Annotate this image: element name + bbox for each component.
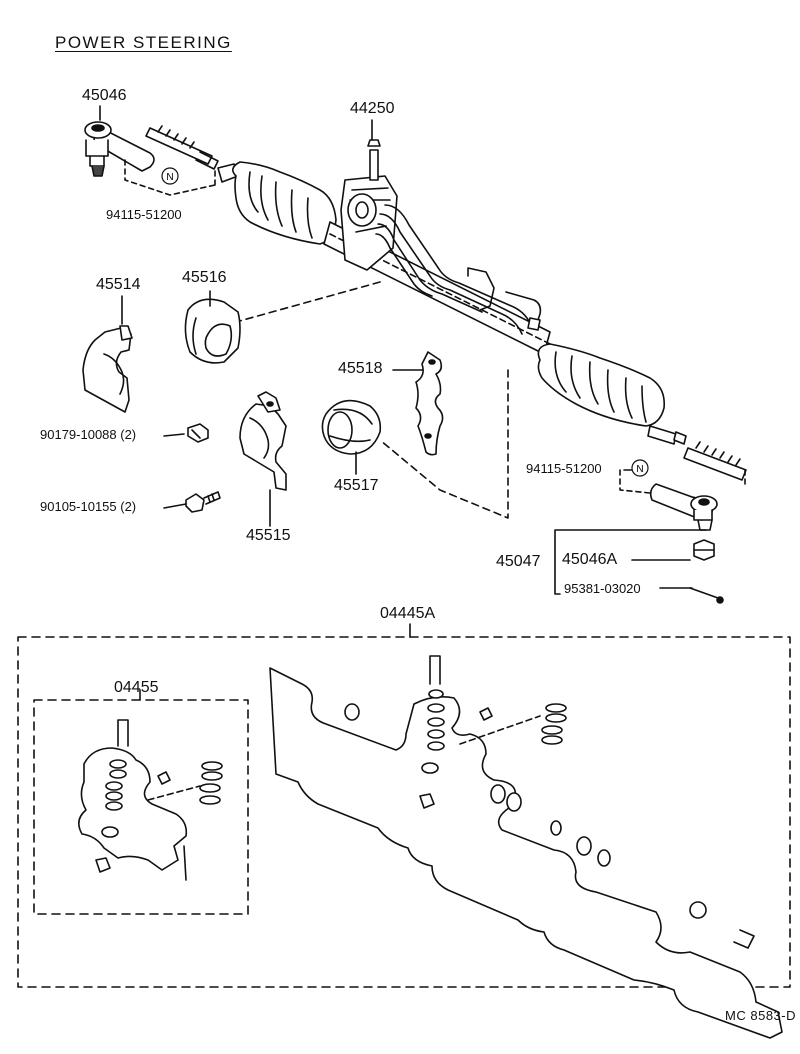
label-45514: 45514 bbox=[96, 276, 141, 293]
bracket-45514 bbox=[82, 325, 133, 413]
label-94115-right: 94115-51200 bbox=[526, 461, 602, 476]
label-94115-top: 94115-51200 bbox=[106, 207, 182, 222]
tie-rod-left bbox=[145, 125, 219, 170]
label-90105: 90105-10155 (2) bbox=[40, 499, 137, 514]
tie-rod-right bbox=[683, 441, 747, 481]
steering-rack-assembly bbox=[217, 139, 687, 445]
diagram-title: POWER STEERING bbox=[55, 33, 232, 52]
castle-nut-45046A bbox=[693, 539, 715, 561]
seal-kit-04455-silhouette bbox=[78, 719, 223, 881]
bracket-plate-45518 bbox=[415, 351, 444, 456]
new-part-mark-icon: N bbox=[631, 459, 649, 477]
label-45517: 45517 bbox=[334, 477, 379, 494]
label-45046A: 45046A bbox=[562, 551, 618, 568]
label-90179: 90179-10088 (2) bbox=[40, 427, 137, 442]
label-45518: 45518 bbox=[338, 360, 383, 377]
seal-kit-04445A-silhouette bbox=[269, 655, 783, 1039]
cotter-pin-95381 bbox=[689, 587, 724, 604]
label-95381: 95381-03020 bbox=[564, 581, 641, 596]
label-45515: 45515 bbox=[246, 527, 291, 544]
bolt-90179 bbox=[187, 423, 209, 443]
tie-rod-end-left bbox=[84, 121, 155, 177]
svg-text:N: N bbox=[166, 172, 173, 183]
label-45046: 45046 bbox=[82, 87, 127, 104]
bushing-45517 bbox=[321, 399, 382, 455]
label-45516: 45516 bbox=[182, 269, 227, 286]
bracket-45515 bbox=[239, 391, 287, 491]
label-04445A: 04445A bbox=[380, 605, 436, 622]
grommet-45516 bbox=[184, 298, 241, 364]
label-44250: 44250 bbox=[350, 100, 395, 117]
tie-rod-end-right bbox=[649, 483, 718, 531]
diagram-code: MC 8583-D bbox=[725, 1008, 796, 1023]
new-part-mark-icon: N bbox=[161, 167, 179, 185]
bolt-90105 bbox=[185, 491, 221, 513]
svg-text:N: N bbox=[636, 464, 643, 475]
label-45047: 45047 bbox=[496, 553, 541, 570]
label-04455: 04455 bbox=[114, 679, 159, 696]
